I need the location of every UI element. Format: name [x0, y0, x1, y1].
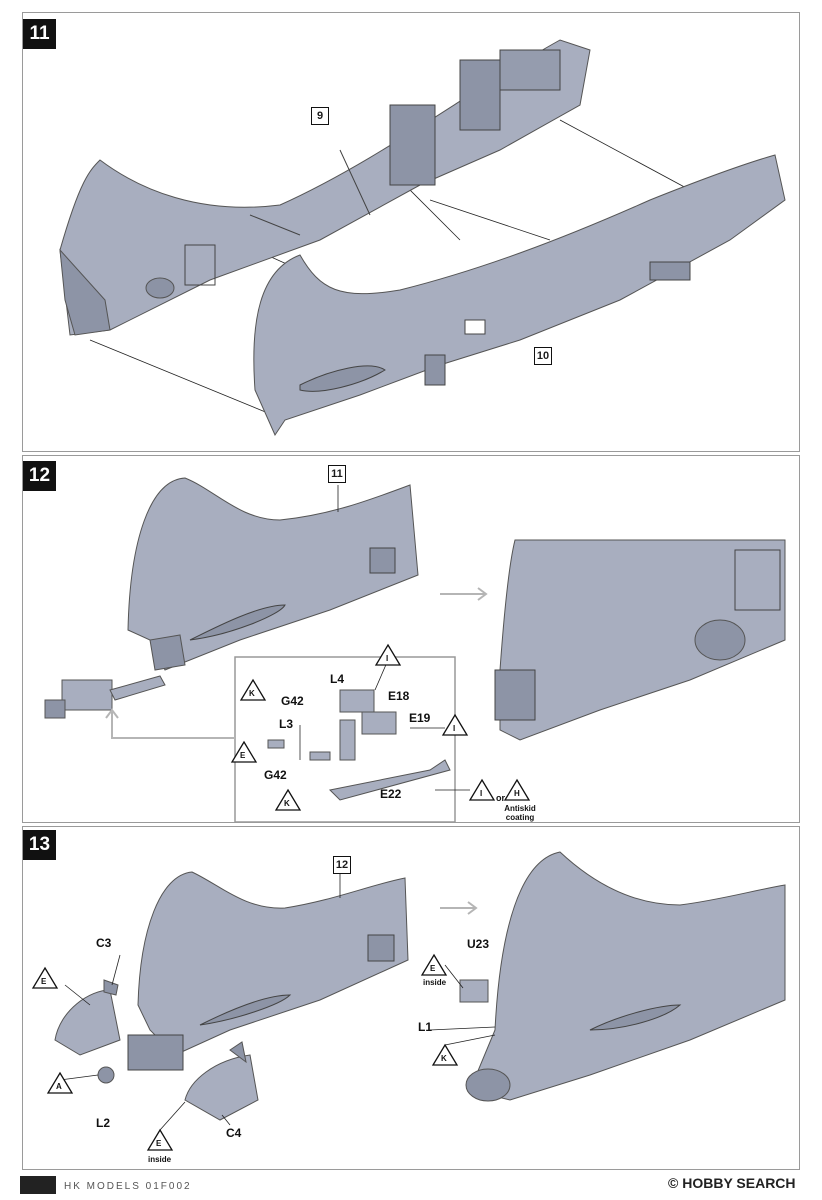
part-l4: L4	[330, 672, 345, 686]
part-l3: L3	[279, 717, 294, 731]
step-12-ref-11: 11	[328, 465, 346, 483]
step-11-number: 11	[23, 19, 56, 49]
tri-k-upper: K	[249, 689, 255, 698]
hk-models-logo	[20, 1176, 56, 1194]
turret-parts-left	[44, 675, 166, 719]
tri-i-bottom: I	[480, 789, 483, 798]
color-triangles-12	[230, 643, 531, 811]
inside-text-u23: inside	[423, 978, 447, 987]
footer-watermark: © HOBBY SEARCH	[668, 1175, 796, 1191]
part-e18: E18	[388, 689, 410, 703]
tri-a: A	[56, 1082, 62, 1091]
part-u23: U23	[467, 937, 490, 951]
detail-box	[234, 656, 456, 823]
part-l1: L1	[418, 1020, 433, 1034]
step-12-number: 12	[23, 461, 56, 491]
part-l2: L2	[96, 1116, 111, 1130]
tail-cone-parts	[54, 979, 259, 1121]
part-e19: E19	[409, 711, 431, 725]
tail-section-left	[127, 477, 419, 671]
tail-section-13-left	[127, 871, 409, 1071]
fuselage-right-half	[253, 154, 786, 437]
tail-section-13-right	[459, 851, 786, 1102]
tri-k-l1: K	[441, 1054, 447, 1063]
detail-parts	[267, 689, 451, 801]
part-g42-lower: G42	[264, 768, 287, 782]
step-13-ref-12: 12	[333, 856, 351, 874]
tri-i-right: I	[453, 724, 456, 733]
or-text: or	[496, 793, 505, 803]
tri-e-u23: E	[430, 964, 436, 973]
antiskid-text: Antiskid coating	[504, 804, 536, 822]
flow-arrows	[105, 587, 488, 739]
tri-e-c4: E	[156, 1139, 162, 1148]
step-13-number: 13	[23, 830, 56, 860]
color-triangles-13	[31, 953, 459, 1151]
tri-h: H	[514, 789, 520, 798]
part-c3: C3	[96, 936, 112, 950]
tri-e-c3: E	[41, 977, 47, 986]
flow-arrow-13	[440, 901, 478, 915]
tri-k-lower: K	[284, 799, 290, 808]
inside-text-c4: inside	[148, 1155, 172, 1164]
part-e22: E22	[380, 787, 402, 801]
step-11-ref-10: 10	[534, 347, 552, 365]
fuselage-left-half	[59, 39, 591, 336]
part-g42-upper: G42	[281, 694, 304, 708]
tri-e: E	[240, 751, 246, 760]
tail-section-right	[494, 539, 786, 741]
tri-i-top: I	[386, 654, 389, 663]
part-c4: C4	[226, 1126, 242, 1140]
footer-brand-code: HK MODELS 01F002	[64, 1181, 192, 1192]
step-11-ref-9: 9	[311, 107, 329, 125]
